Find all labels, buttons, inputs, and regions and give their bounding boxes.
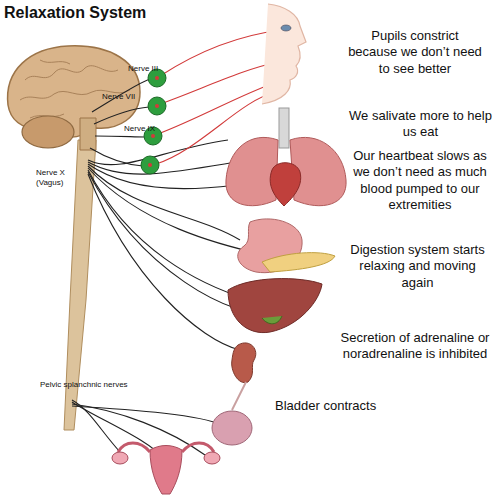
pancreas <box>262 253 335 272</box>
eye <box>281 25 291 31</box>
pelvic-nerves <box>72 400 222 460</box>
fallopian-tubes <box>118 443 214 452</box>
nerve-label: Nerve III <box>128 64 158 74</box>
effect-note: Secretion of adrenaline or noradrenaline… <box>335 330 495 363</box>
bladder <box>212 411 252 445</box>
effect-note: Pupils constrict because we don’t need t… <box>345 28 485 77</box>
ganglia <box>141 69 166 174</box>
effect-note: Our heartbeat slows as we don’t need as … <box>345 148 495 213</box>
ureter <box>232 382 246 410</box>
trachea <box>279 108 289 148</box>
nerve-label: Pelvic splanchnic nerves <box>40 380 128 390</box>
face <box>262 4 306 104</box>
nerve-label: Nerve VII <box>102 92 135 102</box>
kidney <box>232 343 256 383</box>
uterus <box>150 446 182 495</box>
liver <box>228 279 322 333</box>
effect-note: Bladder contracts <box>275 398 376 414</box>
ovary <box>204 452 220 464</box>
diagram-title: Relaxation System <box>4 3 146 23</box>
gallbladder <box>262 316 282 324</box>
cerebellum <box>22 116 74 148</box>
brain-gyri <box>20 60 130 118</box>
effect-note: We salivate more to help us eat <box>348 108 493 141</box>
heart <box>270 163 301 206</box>
ovary <box>112 452 128 464</box>
nerve-label: Nerve IX <box>124 124 155 134</box>
effect-note: Digestion system starts relaxing and mov… <box>345 242 490 291</box>
left-lung <box>226 137 278 205</box>
nerve-label: Nerve X (Vagus) <box>36 168 80 188</box>
brainstem <box>80 118 96 150</box>
